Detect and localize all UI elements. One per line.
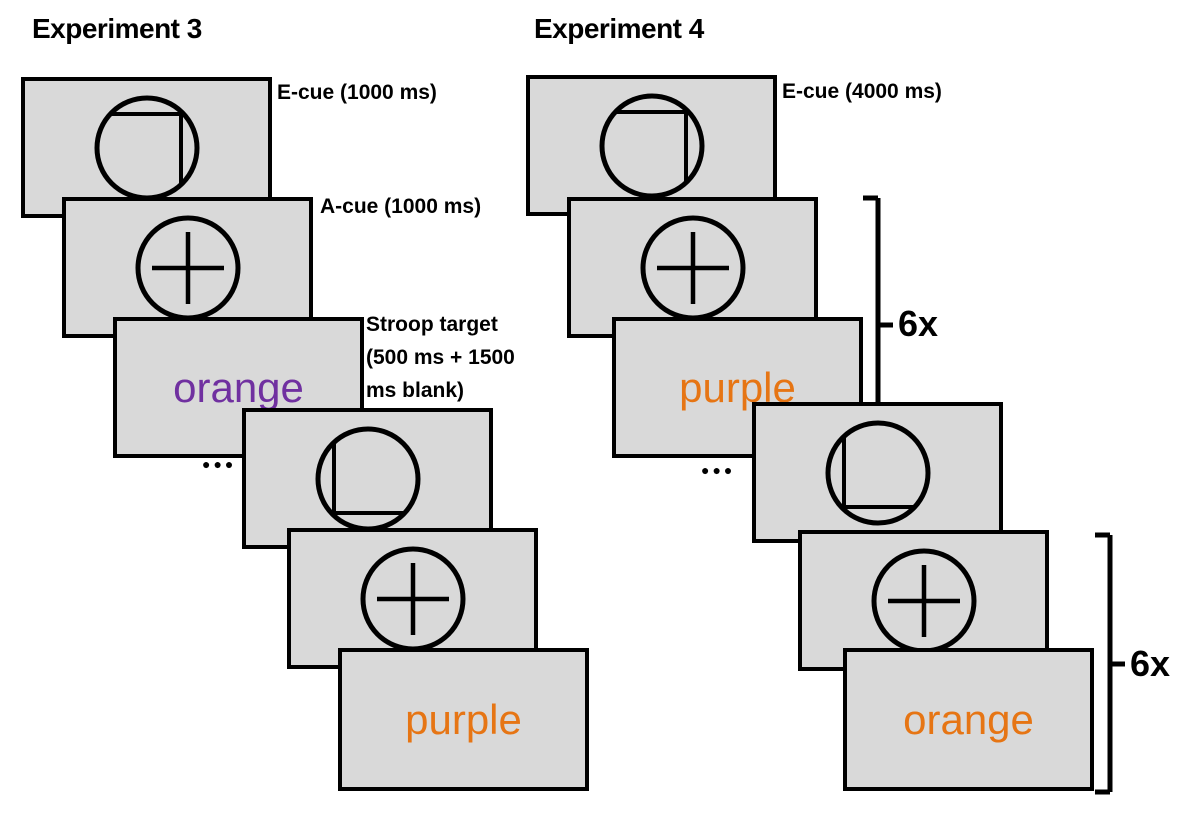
experiment4-title: Experiment 4 [534,13,704,44]
a-cue-plus-icon [135,215,240,320]
a-cue-duration-label: A-cue (1000 ms) [320,195,482,218]
stroop-label-line3: ms blank) [366,379,465,402]
exp4-screen-e-cue-1 [526,75,777,216]
repeat-count-label: 6x [898,303,939,344]
continuation-dots: ●●● [701,462,736,478]
e-cue-duration-label: E-cue (4000 ms) [782,80,942,103]
a-cue-plus-icon [871,548,976,653]
stroop-label-line2: (500 ms + 1500 [366,346,515,369]
stroop-target-duration-label: Stroop target (500 ms + 1500 ms blank) [366,308,515,407]
e-cue-square-bottom-left-icon [825,420,930,525]
exp3-screen-stroop-2: purple [338,648,589,791]
exp4-screen-a-cue-2 [798,530,1049,671]
stroop-word: purple [405,695,522,743]
stroop-word: orange [903,695,1034,743]
stroop-label-line1: Stroop target [366,313,498,336]
exp4-screen-stroop-2: orange [843,648,1094,791]
repeat-count-label: 6x [1130,643,1171,684]
e-cue-square-top-right-icon [94,95,199,200]
exp3-screen-a-cue-2 [287,528,538,669]
a-cue-plus-icon [360,546,465,651]
repeat-bracket-1 [863,195,893,406]
stroop-word: orange [173,363,304,411]
e-cue-duration-label: E-cue (1000 ms) [277,81,437,104]
experiment3-title: Experiment 3 [32,13,202,44]
exp4-screen-e-cue-2 [752,402,1003,543]
exp3-screen-e-cue-2 [242,408,493,549]
exp3-screen-a-cue-1 [62,197,313,338]
exp3-screen-e-cue-1 [21,77,272,218]
repeat-bracket-2 [1095,532,1125,795]
e-cue-square-top-right-icon [599,93,704,198]
continuation-dots: ●●● [202,456,237,472]
e-cue-square-bottom-left-icon [315,426,420,531]
a-cue-plus-icon [640,215,745,320]
stroop-word: purple [679,363,796,411]
